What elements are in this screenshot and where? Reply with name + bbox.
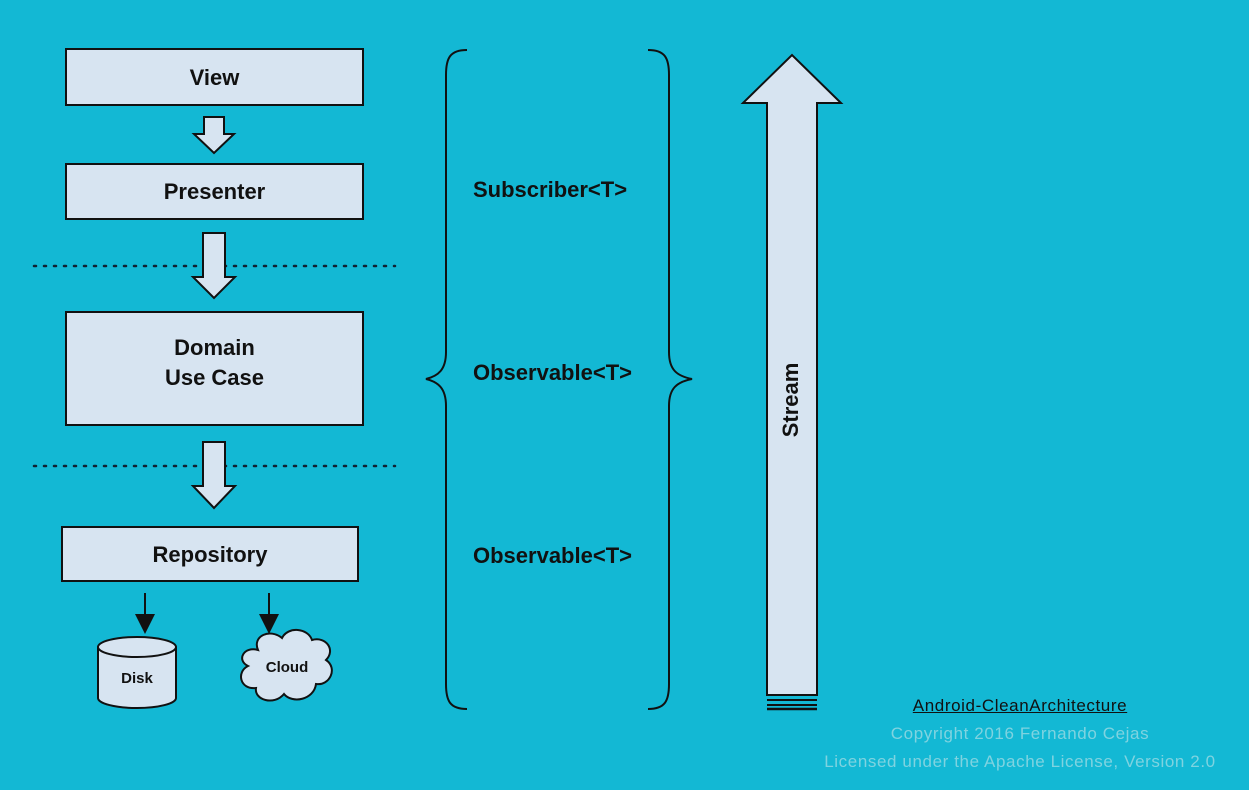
repository-box: Repository (61, 526, 359, 582)
presenter-box: Presenter (65, 163, 364, 220)
observable-domain-label: Observable<T> (473, 360, 632, 385)
domain-use-case-box: Domain Use Case (65, 311, 364, 426)
stream-label: Stream (778, 363, 803, 438)
cloud-label: Cloud (266, 659, 309, 676)
subscriber-label: Subscriber<T> (473, 177, 627, 202)
stream-up-arrow: Stream (740, 53, 844, 711)
domain-label: Domain (174, 335, 255, 360)
repository-label: Repository (153, 542, 269, 567)
down-arrow-view-presenter (191, 116, 237, 155)
view-label: View (190, 65, 241, 90)
down-arrow-presenter-domain (190, 232, 238, 300)
disk-label: Disk (121, 670, 153, 687)
use-case-label: Use Case (165, 365, 264, 390)
left-curly-brace (425, 49, 468, 710)
presenter-label: Presenter (164, 179, 266, 204)
license-text: Licensed under the Apache License, Versi… (824, 752, 1216, 771)
copyright-text: Copyright 2016 Fernando Cejas (890, 724, 1150, 743)
observable-repository-label: Observable<T> (473, 543, 632, 568)
view-box: View (65, 48, 364, 106)
cloud-icon: Cloud (240, 629, 333, 702)
disk-cylinder-icon: Disk (97, 636, 177, 709)
down-arrow-domain-repository (190, 441, 238, 510)
right-curly-brace (647, 49, 693, 710)
android-clean-architecture-link[interactable]: Android-CleanArchitecture (912, 696, 1128, 715)
